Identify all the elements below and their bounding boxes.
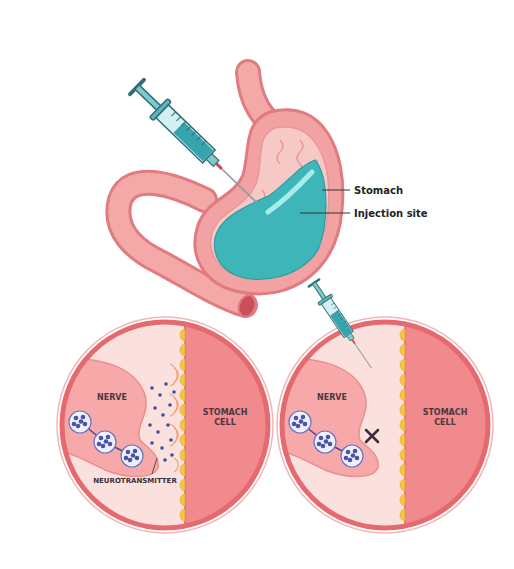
- injection-highlight: [268, 172, 312, 212]
- dot: [153, 406, 157, 410]
- dot: [172, 390, 176, 394]
- magnified-view: [275, 315, 495, 535]
- blocked-mark: [366, 430, 378, 442]
- dot: [160, 446, 164, 450]
- normal-signal-view: [55, 315, 275, 535]
- dot: [161, 413, 165, 417]
- region-label: STOMACH CELL: [418, 408, 472, 427]
- part-label-small: NEUROTRANSMITTER: [91, 477, 179, 485]
- dot: [169, 438, 173, 442]
- syringe: [128, 78, 265, 212]
- dot: [158, 393, 162, 397]
- leader-line: [300, 213, 350, 214]
- region-label: NERVE: [96, 393, 128, 403]
- dot: [163, 458, 167, 462]
- leader-line: [152, 458, 157, 474]
- duodenum-opening: [236, 293, 259, 319]
- syringe: [307, 278, 378, 372]
- stomach-wall: [195, 110, 343, 294]
- dot: [150, 386, 154, 390]
- magnified-view: [55, 315, 275, 535]
- dot: [170, 453, 174, 457]
- region-label-box: NERVE: [93, 391, 131, 405]
- region-label-box: STOMACH CELL: [415, 406, 475, 430]
- view-ring: [62, 322, 268, 528]
- part-label: Injection site: [354, 208, 428, 219]
- dot: [164, 382, 168, 386]
- region-label: NERVE: [316, 393, 348, 403]
- signal-ripples: [170, 364, 178, 472]
- blocked-signal-view: [275, 278, 495, 535]
- region-label-box: NERVE: [313, 391, 351, 405]
- region-label-box: STOMACH CELL: [195, 406, 255, 430]
- view-ring: [282, 322, 488, 528]
- neurotransmitter-dots: [148, 382, 176, 462]
- dot: [148, 423, 152, 427]
- dot: [150, 441, 154, 445]
- dot: [156, 430, 160, 434]
- dot: [166, 423, 170, 427]
- region-label: STOMACH CELL: [198, 408, 252, 427]
- part-label: Stomach: [354, 185, 403, 196]
- dot: [168, 403, 172, 407]
- leader-line: [322, 190, 350, 191]
